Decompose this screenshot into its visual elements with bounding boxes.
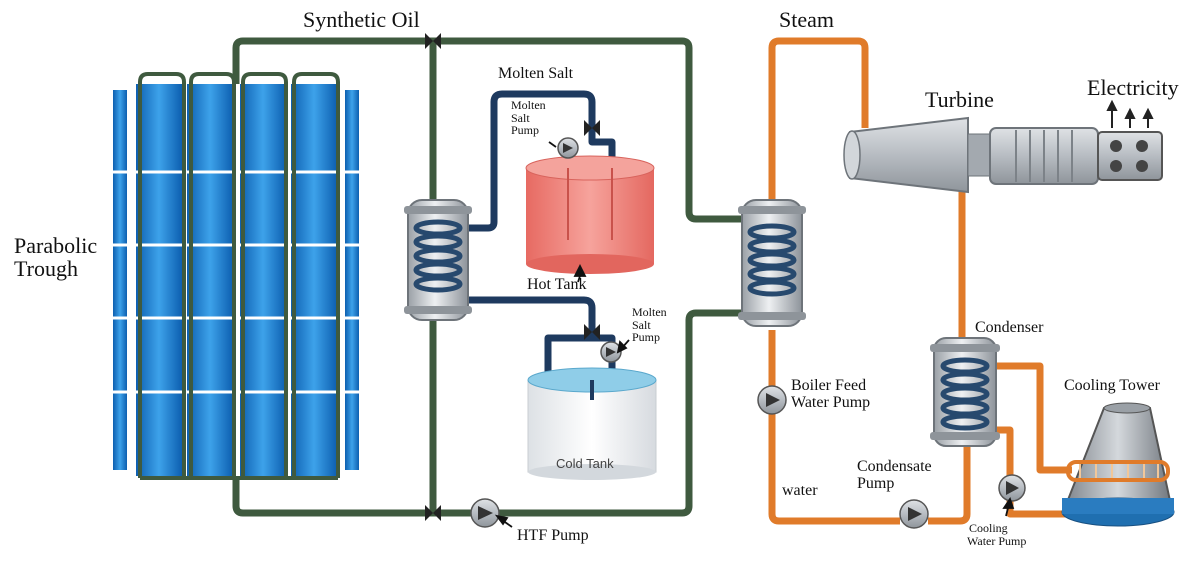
htf-pump	[470, 498, 500, 528]
steam-water-loop	[768, 37, 1072, 525]
hot-tank-label: Hot Tank	[527, 276, 587, 293]
molten-salt-pump-bottom	[584, 324, 622, 363]
generator	[989, 127, 1099, 185]
hot-tank	[525, 155, 655, 274]
boiler-feed-water-pump-label: Boiler Feed Water Pump	[791, 377, 871, 411]
molten-salt-pump-bottom-label: Molten Salt Pump	[632, 305, 667, 345]
synthetic-oil-loop	[232, 37, 744, 517]
leader-arrows	[494, 141, 1015, 528]
htf-pump-label: HTF Pump	[517, 527, 589, 544]
molten-salt-pump-top	[557, 120, 600, 159]
trough-panels	[113, 84, 359, 476]
oil-junction-valves	[425, 33, 441, 521]
electricity-label: Electricity	[1087, 75, 1179, 100]
steam-label: Steam	[779, 7, 834, 32]
electrical-cabinet	[1097, 99, 1163, 181]
cooling-tower-label: Cooling Tower	[1064, 377, 1160, 394]
turbine	[843, 116, 991, 194]
cold-tank-label: Cold Tank	[556, 456, 614, 471]
cooling-water-pump-label: Cooling Water Pump	[967, 521, 1027, 548]
water-label: water	[782, 482, 818, 499]
molten-salt-label: Molten Salt	[498, 65, 574, 82]
cooling-water-pump	[998, 474, 1026, 502]
boiler-feed-water-pump	[757, 385, 787, 415]
salt-heat-exchanger	[404, 199, 472, 321]
condensate-pump	[899, 499, 929, 529]
condenser-label: Condenser	[975, 319, 1044, 336]
condensate-pump-label: Condensate Pump	[857, 458, 932, 492]
turbine-label: Turbine	[925, 87, 994, 112]
steam-generator	[738, 199, 806, 327]
molten-salt-pump-top-label: Molten Salt Pump	[511, 98, 546, 138]
synthetic-oil-label: Synthetic Oil	[303, 7, 420, 32]
cold-tank	[527, 367, 657, 480]
parabolic-trough-field	[113, 72, 359, 480]
cooling-tower	[1061, 402, 1175, 527]
condenser	[930, 337, 1000, 447]
parabolic-trough-label: Parabolic Trough	[14, 233, 98, 282]
